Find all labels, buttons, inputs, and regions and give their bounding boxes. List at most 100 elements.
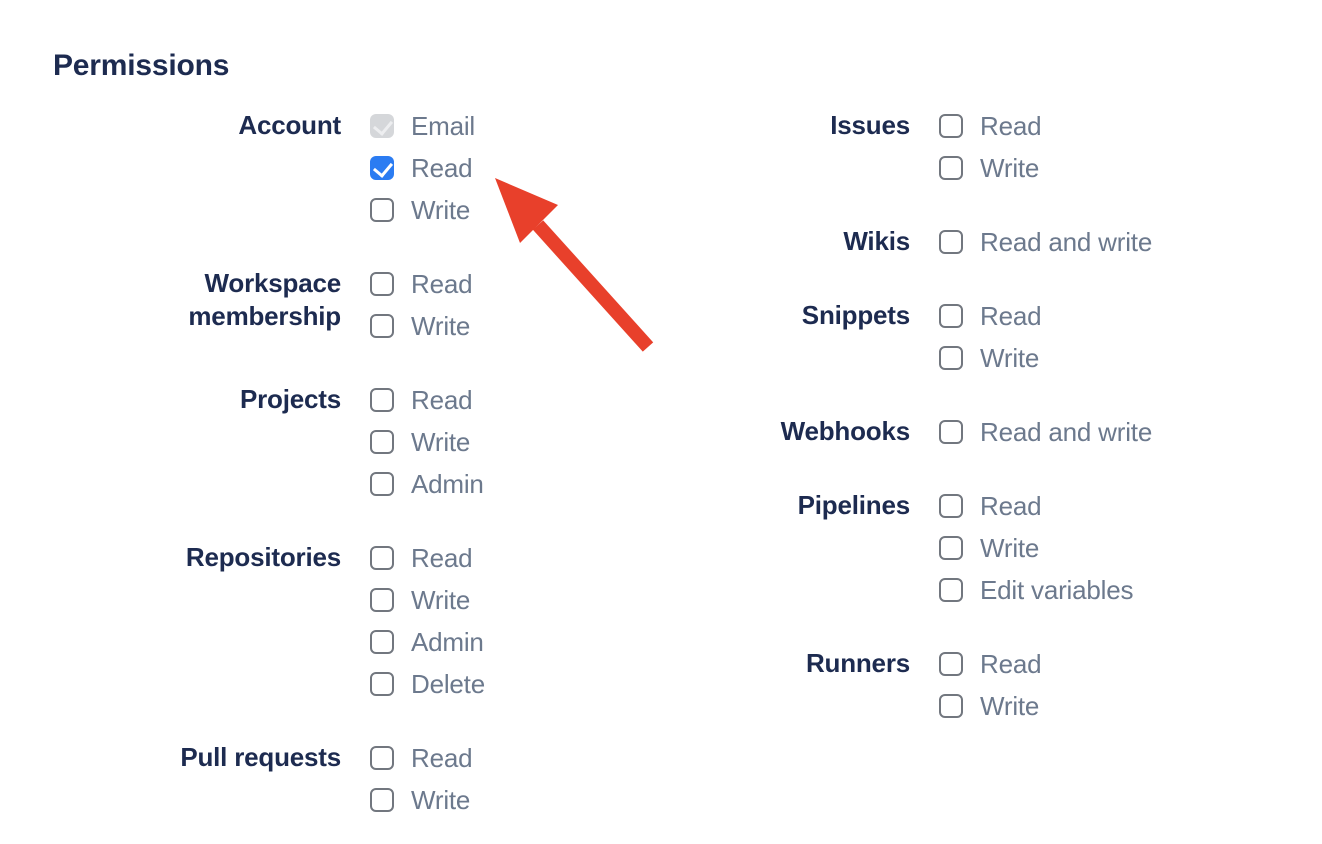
runners-read-checkbox[interactable]: [939, 652, 963, 676]
option-projects-write[interactable]: Write: [370, 421, 485, 463]
group-repositories: Repositories Read Write Admin Delete: [171, 537, 485, 705]
issues-read-checkbox[interactable]: [939, 114, 963, 138]
account-write-checkbox[interactable]: [370, 198, 394, 222]
option-workspace-write[interactable]: Write: [370, 305, 485, 347]
option-label: Delete: [411, 668, 485, 699]
option-snippets-write[interactable]: Write: [939, 337, 1152, 379]
option-pipelines-edit-variables[interactable]: Edit variables: [939, 569, 1152, 611]
red-arrow-head: [495, 178, 558, 243]
group-options: Read Write: [939, 105, 1152, 189]
projects-write-checkbox[interactable]: [370, 430, 394, 454]
webhooks-read-and-write-checkbox[interactable]: [939, 420, 963, 444]
option-label: Email: [411, 110, 476, 141]
group-label-repositories: Repositories: [185, 542, 341, 572]
group-projects: Projects Read Write Admin: [171, 379, 485, 505]
option-repositories-read[interactable]: Read: [370, 537, 485, 579]
option-issues-read[interactable]: Read: [939, 105, 1152, 147]
permissions-column-left: Account Email Read Write Workspace membe…: [171, 105, 485, 844]
group-label-projects: Projects: [239, 384, 341, 414]
option-label: Admin: [411, 468, 484, 499]
option-account-read[interactable]: Read: [370, 147, 485, 189]
option-label: Read: [411, 742, 473, 773]
issues-write-checkbox[interactable]: [939, 156, 963, 180]
group-runners: Runners Read Write: [700, 643, 1152, 727]
group-label-snippets: Snippets: [801, 300, 910, 330]
option-label: Read and write: [980, 226, 1153, 257]
group-pull-requests: Pull requests Read Write: [171, 737, 485, 821]
repositories-admin-checkbox[interactable]: [370, 630, 394, 654]
option-issues-write[interactable]: Write: [939, 147, 1152, 189]
option-snippets-read[interactable]: Read: [939, 295, 1152, 337]
group-label-workspace-membership: Workspace membership: [188, 268, 341, 331]
option-label: Write: [980, 152, 1040, 183]
projects-admin-checkbox[interactable]: [370, 472, 394, 496]
pull-requests-write-checkbox[interactable]: [370, 788, 394, 812]
page-title: Permissions: [53, 49, 230, 82]
red-arrow-shaft: [532, 220, 654, 352]
option-label: Admin: [411, 626, 484, 657]
pipelines-edit-variables-checkbox[interactable]: [939, 578, 963, 602]
option-repositories-delete[interactable]: Delete: [370, 663, 485, 705]
snippets-read-checkbox[interactable]: [939, 304, 963, 328]
option-label: Write: [411, 426, 471, 457]
option-workspace-read[interactable]: Read: [370, 263, 485, 305]
account-email-checkbox[interactable]: [370, 114, 394, 138]
group-label-pull-requests: Pull requests: [180, 742, 341, 772]
option-label: Write: [980, 342, 1040, 373]
option-pull-requests-read[interactable]: Read: [370, 737, 485, 779]
account-read-checkbox[interactable]: [370, 156, 394, 180]
pipelines-read-checkbox[interactable]: [939, 494, 963, 518]
pull-requests-read-checkbox[interactable]: [370, 746, 394, 770]
option-runners-write[interactable]: Write: [939, 685, 1152, 727]
option-repositories-admin[interactable]: Admin: [370, 621, 485, 663]
group-label-runners: Runners: [805, 648, 910, 678]
repositories-delete-checkbox[interactable]: [370, 672, 394, 696]
option-projects-admin[interactable]: Admin: [370, 463, 485, 505]
group-options: Read Write Admin Delete: [370, 537, 485, 705]
option-account-write[interactable]: Write: [370, 189, 485, 231]
option-projects-read[interactable]: Read: [370, 379, 485, 421]
option-repositories-write[interactable]: Write: [370, 579, 485, 621]
group-wikis: Wikis Read and write: [700, 221, 1152, 263]
group-options: Read Write: [370, 263, 485, 347]
option-label: Write: [980, 690, 1040, 721]
option-wikis-read-and-write[interactable]: Read and write: [939, 221, 1152, 263]
option-label: Read: [411, 384, 473, 415]
group-options: Read and write: [939, 411, 1152, 453]
group-account: Account Email Read Write: [171, 105, 485, 231]
group-options: Read Write: [370, 737, 485, 821]
runners-write-checkbox[interactable]: [939, 694, 963, 718]
option-label: Write: [411, 194, 471, 225]
option-pull-requests-write[interactable]: Write: [370, 779, 485, 821]
pipelines-write-checkbox[interactable]: [939, 536, 963, 560]
group-options: Read Write Admin: [370, 379, 485, 505]
workspace-write-checkbox[interactable]: [370, 314, 394, 338]
option-label: Read: [411, 268, 473, 299]
snippets-write-checkbox[interactable]: [939, 346, 963, 370]
option-label: Read: [411, 542, 473, 573]
group-issues: Issues Read Write: [700, 105, 1152, 189]
group-label-issues: Issues: [830, 110, 910, 140]
group-webhooks: Webhooks Read and write: [700, 411, 1153, 453]
group-options: Read Write: [939, 295, 1152, 379]
option-webhooks-read-and-write[interactable]: Read and write: [939, 411, 1152, 453]
group-label-account: Account: [238, 110, 341, 140]
group-pipelines: Pipelines Read Write Edit variables: [700, 485, 1152, 611]
repositories-read-checkbox[interactable]: [370, 546, 394, 570]
option-pipelines-write[interactable]: Write: [939, 527, 1152, 569]
option-label: Read: [980, 300, 1042, 331]
workspace-read-checkbox[interactable]: [370, 272, 394, 296]
option-label: Read: [980, 648, 1042, 679]
repositories-write-checkbox[interactable]: [370, 588, 394, 612]
option-label: Write: [980, 532, 1040, 563]
wikis-read-and-write-checkbox[interactable]: [939, 230, 963, 254]
option-account-email[interactable]: Email: [370, 105, 485, 147]
group-options: Read and write: [939, 221, 1152, 263]
group-workspace-membership: Workspace membership Read Write: [171, 263, 485, 347]
projects-read-checkbox[interactable]: [370, 388, 394, 412]
option-runners-read[interactable]: Read: [939, 643, 1152, 685]
group-options: Read Write: [939, 643, 1152, 727]
option-label: Read and write: [980, 416, 1153, 447]
option-pipelines-read[interactable]: Read: [939, 485, 1152, 527]
